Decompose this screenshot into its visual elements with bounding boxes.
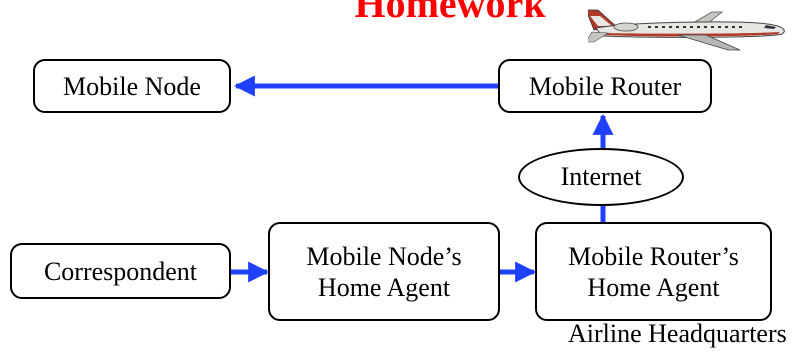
mobile-node-box: Mobile Node bbox=[33, 59, 231, 113]
mr-home-agent-label-line1: Mobile Router’s bbox=[568, 241, 739, 271]
correspondent-label: Correspondent bbox=[43, 256, 198, 286]
mn-home-agent-label-line1: Mobile Node’s bbox=[306, 241, 462, 271]
internet-label: Internet bbox=[560, 162, 642, 191]
diagram-title: Homework bbox=[354, 0, 546, 26]
mobile-node-label: Mobile Node bbox=[63, 71, 201, 101]
mn-home-agent-label-line2: Home Agent bbox=[317, 272, 451, 302]
headquarters-caption: Airline Headquarters bbox=[568, 319, 787, 348]
airplane-icon bbox=[588, 9, 785, 51]
mn-home-agent-box: Mobile Node’s Home Agent bbox=[268, 222, 500, 321]
internet-ellipse: Internet bbox=[518, 148, 684, 206]
mr-home-agent-box: Mobile Router’s Home Agent bbox=[535, 222, 772, 321]
mobile-router-label: Mobile Router bbox=[528, 71, 682, 101]
correspondent-box: Correspondent bbox=[10, 243, 231, 299]
mobile-router-box: Mobile Router bbox=[498, 59, 712, 113]
mr-home-agent-label-line2: Home Agent bbox=[587, 272, 720, 302]
